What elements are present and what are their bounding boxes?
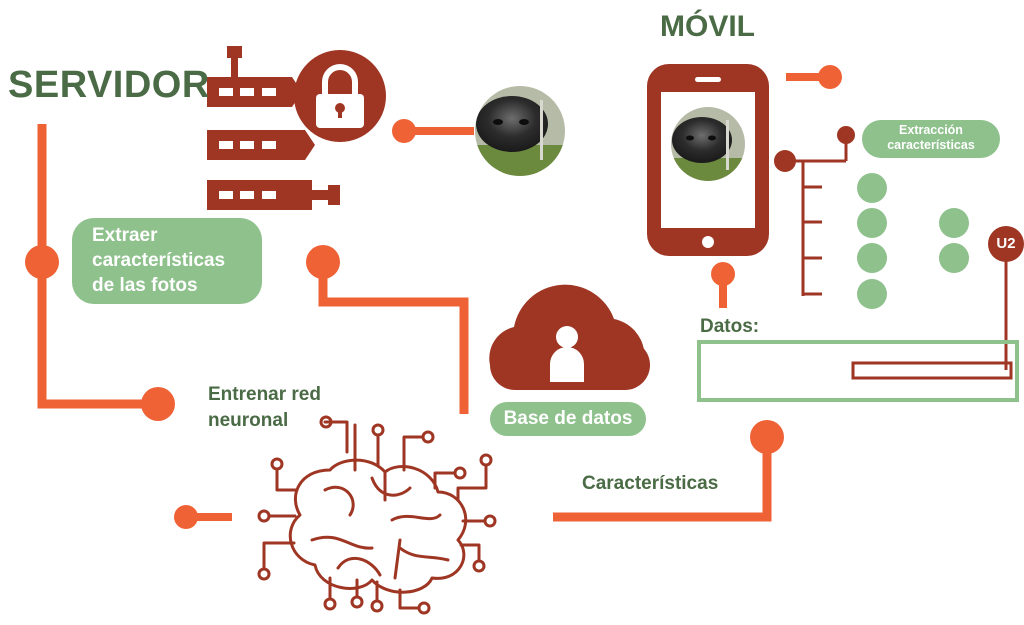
connector-db-link bbox=[318, 262, 469, 414]
connector-features-to-mobile bbox=[553, 440, 772, 522]
cloud-user-icon bbox=[489, 284, 650, 390]
connector-phone-right bbox=[786, 65, 842, 89]
feature-tree-icon bbox=[774, 126, 1008, 370]
train-network-label: Entrenar red neuronal bbox=[208, 384, 321, 431]
connector-node bbox=[750, 420, 784, 454]
connector-server-left bbox=[37, 124, 150, 409]
connector-phone-bottom bbox=[711, 262, 735, 308]
mobile-title: MÓVIL bbox=[660, 10, 755, 43]
feature-extraction-pill: Extracción características bbox=[862, 120, 1000, 158]
cow-photo-mobile bbox=[671, 107, 745, 181]
connector-node bbox=[25, 245, 59, 279]
connector-brain-left bbox=[174, 505, 232, 529]
connector-node bbox=[306, 245, 340, 279]
brain-circuit-icon bbox=[257, 415, 497, 615]
server-stack-icon bbox=[207, 46, 340, 210]
data-box bbox=[697, 340, 1019, 402]
cow-photo-icon bbox=[475, 86, 565, 176]
connector-node bbox=[141, 387, 175, 421]
connector-lock-photo bbox=[392, 119, 474, 143]
server-title: SERVIDOR bbox=[8, 64, 210, 106]
features-label: Características bbox=[582, 473, 719, 494]
database-pill: Base de datos bbox=[490, 402, 646, 436]
padlock-icon bbox=[294, 50, 386, 142]
extract-features-pill: Extraer características de las fotos bbox=[72, 218, 262, 304]
data-label: Datos: bbox=[700, 316, 760, 337]
u2-badge: U2 bbox=[988, 226, 1024, 262]
